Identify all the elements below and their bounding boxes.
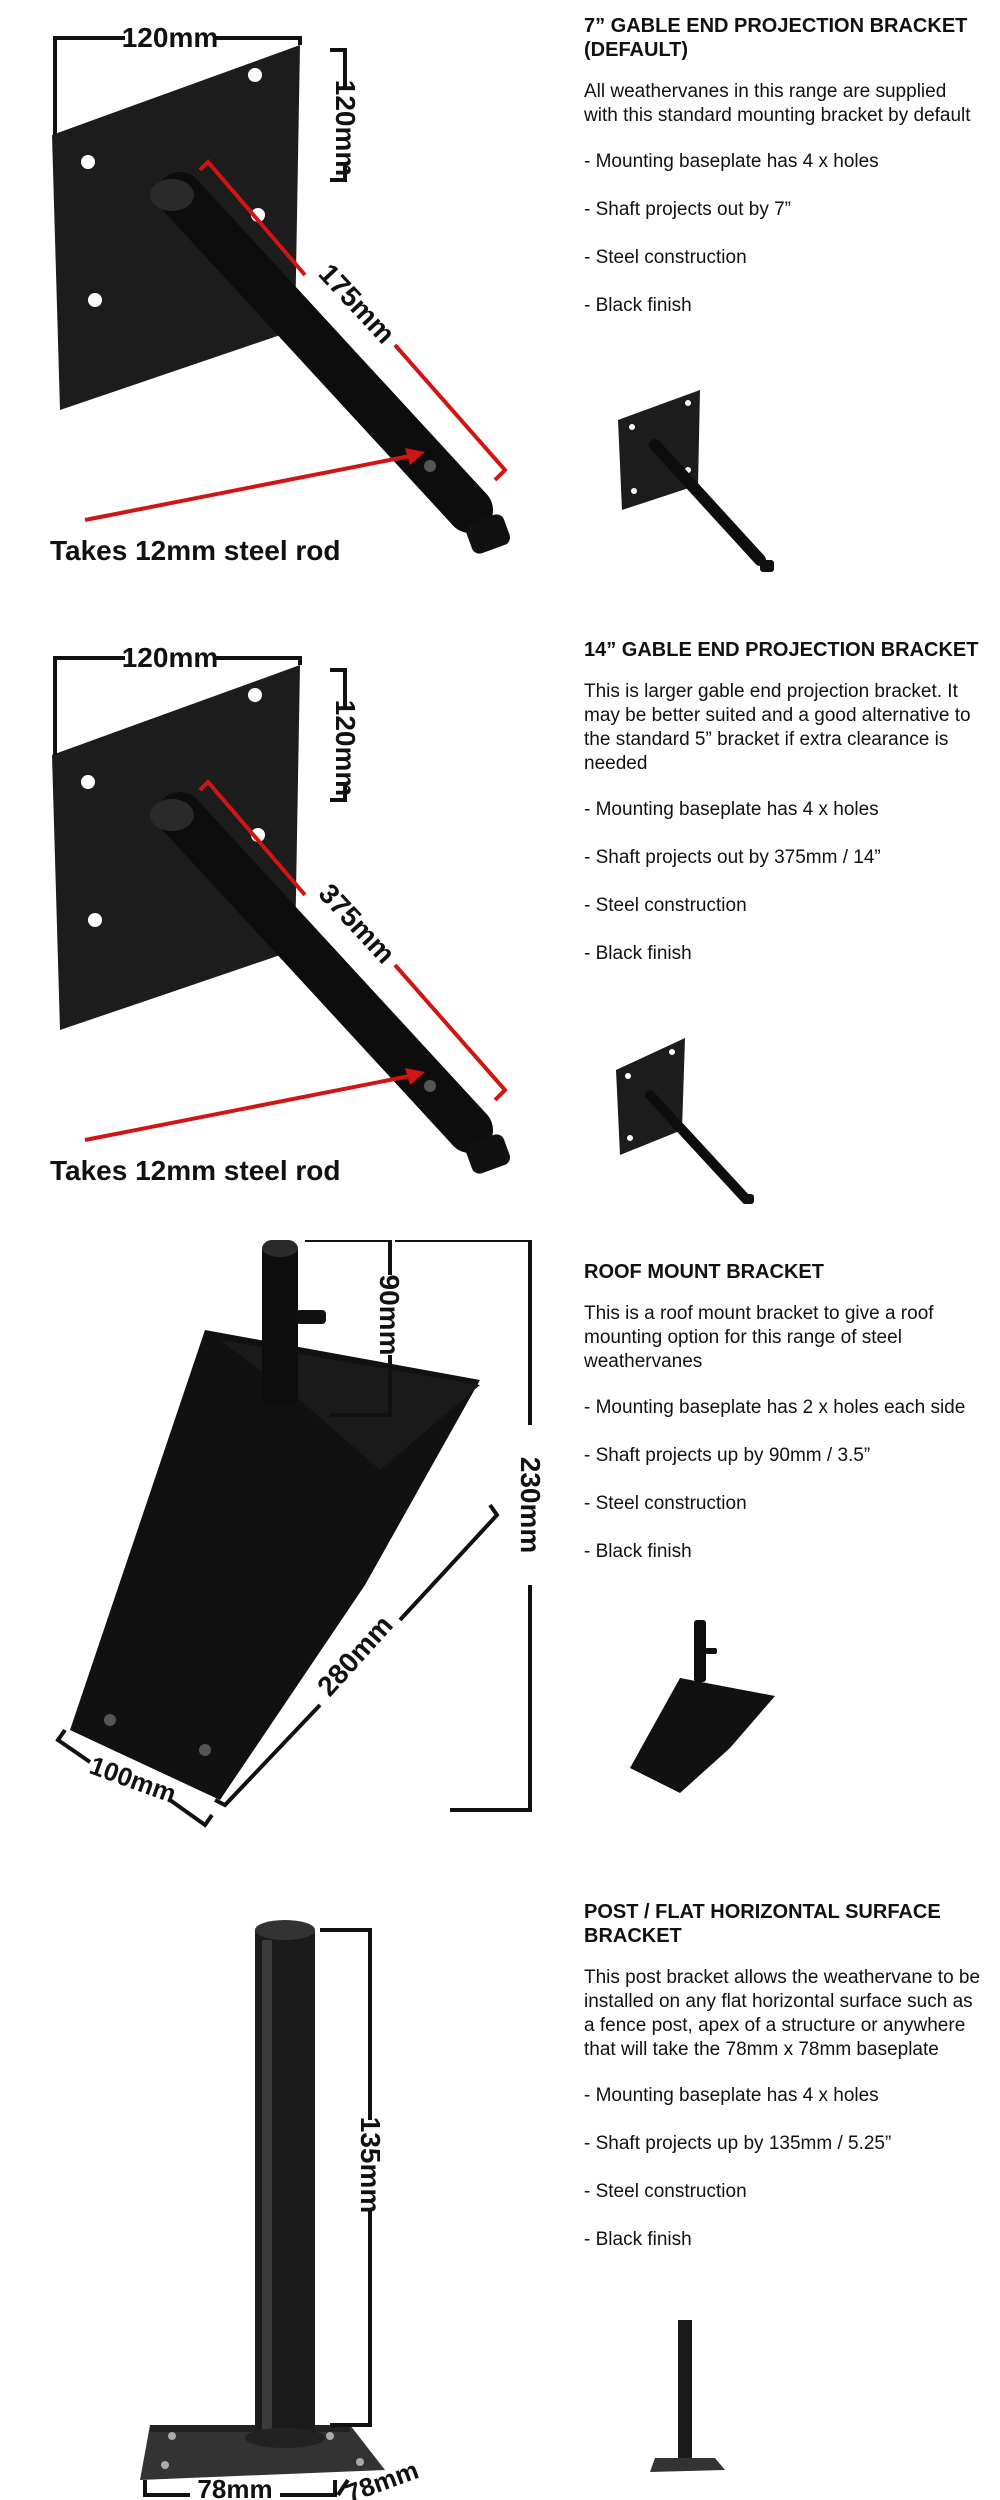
bullet: - Steel construction bbox=[584, 247, 747, 268]
section-title: 14” GABLE END PROJECTION BRACKET bbox=[584, 639, 979, 661]
gable-bracket-14-diagram: 120mm 120mm 375mm Takes 12mm steel rod bbox=[0, 620, 580, 1210]
nut bbox=[465, 514, 511, 554]
dim-height: 120mm bbox=[330, 700, 361, 797]
rod-hole bbox=[424, 1080, 436, 1092]
section-text: ROOF MOUNT BRACKET This is a roof mount … bbox=[584, 1260, 984, 1588]
section-title: 7” GABLE END PROJECTION BRACKET (DEFAULT… bbox=[584, 15, 968, 61]
bullet: - Mounting baseplate has 2 x holes each … bbox=[584, 1397, 966, 1418]
bullet: - Black finish bbox=[584, 295, 692, 316]
baseplate-hole bbox=[161, 2461, 169, 2469]
dim-shaft: 90mm bbox=[374, 1275, 405, 1356]
shaft bbox=[157, 172, 493, 533]
rod-note: Takes 12mm steel rod bbox=[50, 535, 341, 566]
section-text: 7” GABLE END PROJECTION BRACKET (DEFAULT… bbox=[584, 14, 984, 342]
section-text: POST / FLAT HORIZONTAL SURFACE BRACKET T… bbox=[584, 1900, 984, 2276]
post-weld bbox=[245, 2428, 325, 2448]
section-text: 14” GABLE END PROJECTION BRACKET This is… bbox=[584, 638, 984, 990]
roof-mount-thumbnail bbox=[630, 1620, 775, 1793]
bullet: - Shaft projects up by 90mm / 3.5” bbox=[584, 1445, 871, 1466]
roof-mount-bracket-diagram: 90mm 230mm 280mm 100mm bbox=[0, 1240, 580, 1860]
bullet: - Steel construction bbox=[584, 895, 747, 916]
gable-bracket-7-thumbnail bbox=[618, 390, 774, 572]
dim-base-width: 78mm bbox=[197, 2474, 272, 2500]
dim-width: 120mm bbox=[122, 642, 219, 673]
dim-shaft: 135mm bbox=[355, 2117, 386, 2214]
post-top bbox=[255, 1920, 315, 1940]
rod-hole bbox=[424, 460, 436, 472]
dim-width: 120mm bbox=[122, 22, 219, 53]
section-title: POST / FLAT HORIZONTAL SURFACE BRACKET bbox=[584, 1901, 941, 1947]
shaft-top bbox=[262, 1240, 298, 1257]
thumb-screw bbox=[296, 1310, 326, 1324]
baseplate-hole bbox=[248, 68, 262, 82]
bullet: - Mounting baseplate has 4 x holes bbox=[584, 151, 879, 172]
post-bracket-diagram: 135mm 78mm 78mm bbox=[0, 1880, 580, 2500]
bullet: - Shaft projects out by 7” bbox=[584, 199, 791, 220]
gable-bracket-7-diagram: 120mm 120mm 175mm Takes 12mm steel rod bbox=[0, 0, 580, 590]
plate-hole bbox=[104, 1714, 116, 1726]
shaft-end bbox=[150, 799, 194, 831]
baseplate bbox=[52, 45, 300, 410]
bullet: - Black finish bbox=[584, 2229, 692, 2250]
bullet: - Black finish bbox=[584, 1541, 692, 1562]
nut bbox=[465, 1134, 511, 1174]
bullet: - Black finish bbox=[584, 943, 692, 964]
baseplate-hole bbox=[81, 775, 95, 789]
bullet: - Steel construction bbox=[584, 1493, 747, 1514]
bullet: - Mounting baseplate has 4 x holes bbox=[584, 799, 879, 820]
dim-height: 120mm bbox=[330, 80, 361, 177]
baseplate-hole bbox=[248, 688, 262, 702]
baseplate-hole bbox=[88, 293, 102, 307]
post-bracket-thumbnail bbox=[650, 2320, 725, 2472]
section-intro: This is larger gable end projection brac… bbox=[584, 681, 971, 774]
shaft-end bbox=[150, 179, 194, 211]
rod-note: Takes 12mm steel rod bbox=[50, 1155, 341, 1186]
section-intro: All weathervanes in this range are suppl… bbox=[584, 81, 971, 126]
baseplate-hole bbox=[356, 2458, 364, 2466]
plate-hole bbox=[199, 1744, 211, 1756]
section-intro: This post bracket allows the weathervane… bbox=[584, 1967, 981, 2060]
section-title: ROOF MOUNT BRACKET bbox=[584, 1261, 824, 1283]
baseplate-hole bbox=[168, 2432, 176, 2440]
bullet: - Shaft projects up by 135mm / 5.25” bbox=[584, 2133, 892, 2154]
dim-height: 230mm bbox=[515, 1457, 546, 1554]
bullet: - Mounting baseplate has 4 x holes bbox=[584, 2085, 879, 2106]
baseplate-hole bbox=[88, 913, 102, 927]
gable-bracket-14-thumbnail bbox=[616, 1038, 754, 1204]
baseplate-hole bbox=[81, 155, 95, 169]
shaft bbox=[262, 1240, 298, 1405]
baseplate-hole bbox=[326, 2432, 334, 2440]
baseplate bbox=[52, 665, 300, 1030]
bullet: - Steel construction bbox=[584, 2181, 747, 2202]
bullet: - Shaft projects out by 375mm / 14” bbox=[584, 847, 881, 868]
shaft bbox=[157, 792, 493, 1153]
section-intro: This is a roof mount bracket to give a r… bbox=[584, 1303, 934, 1372]
